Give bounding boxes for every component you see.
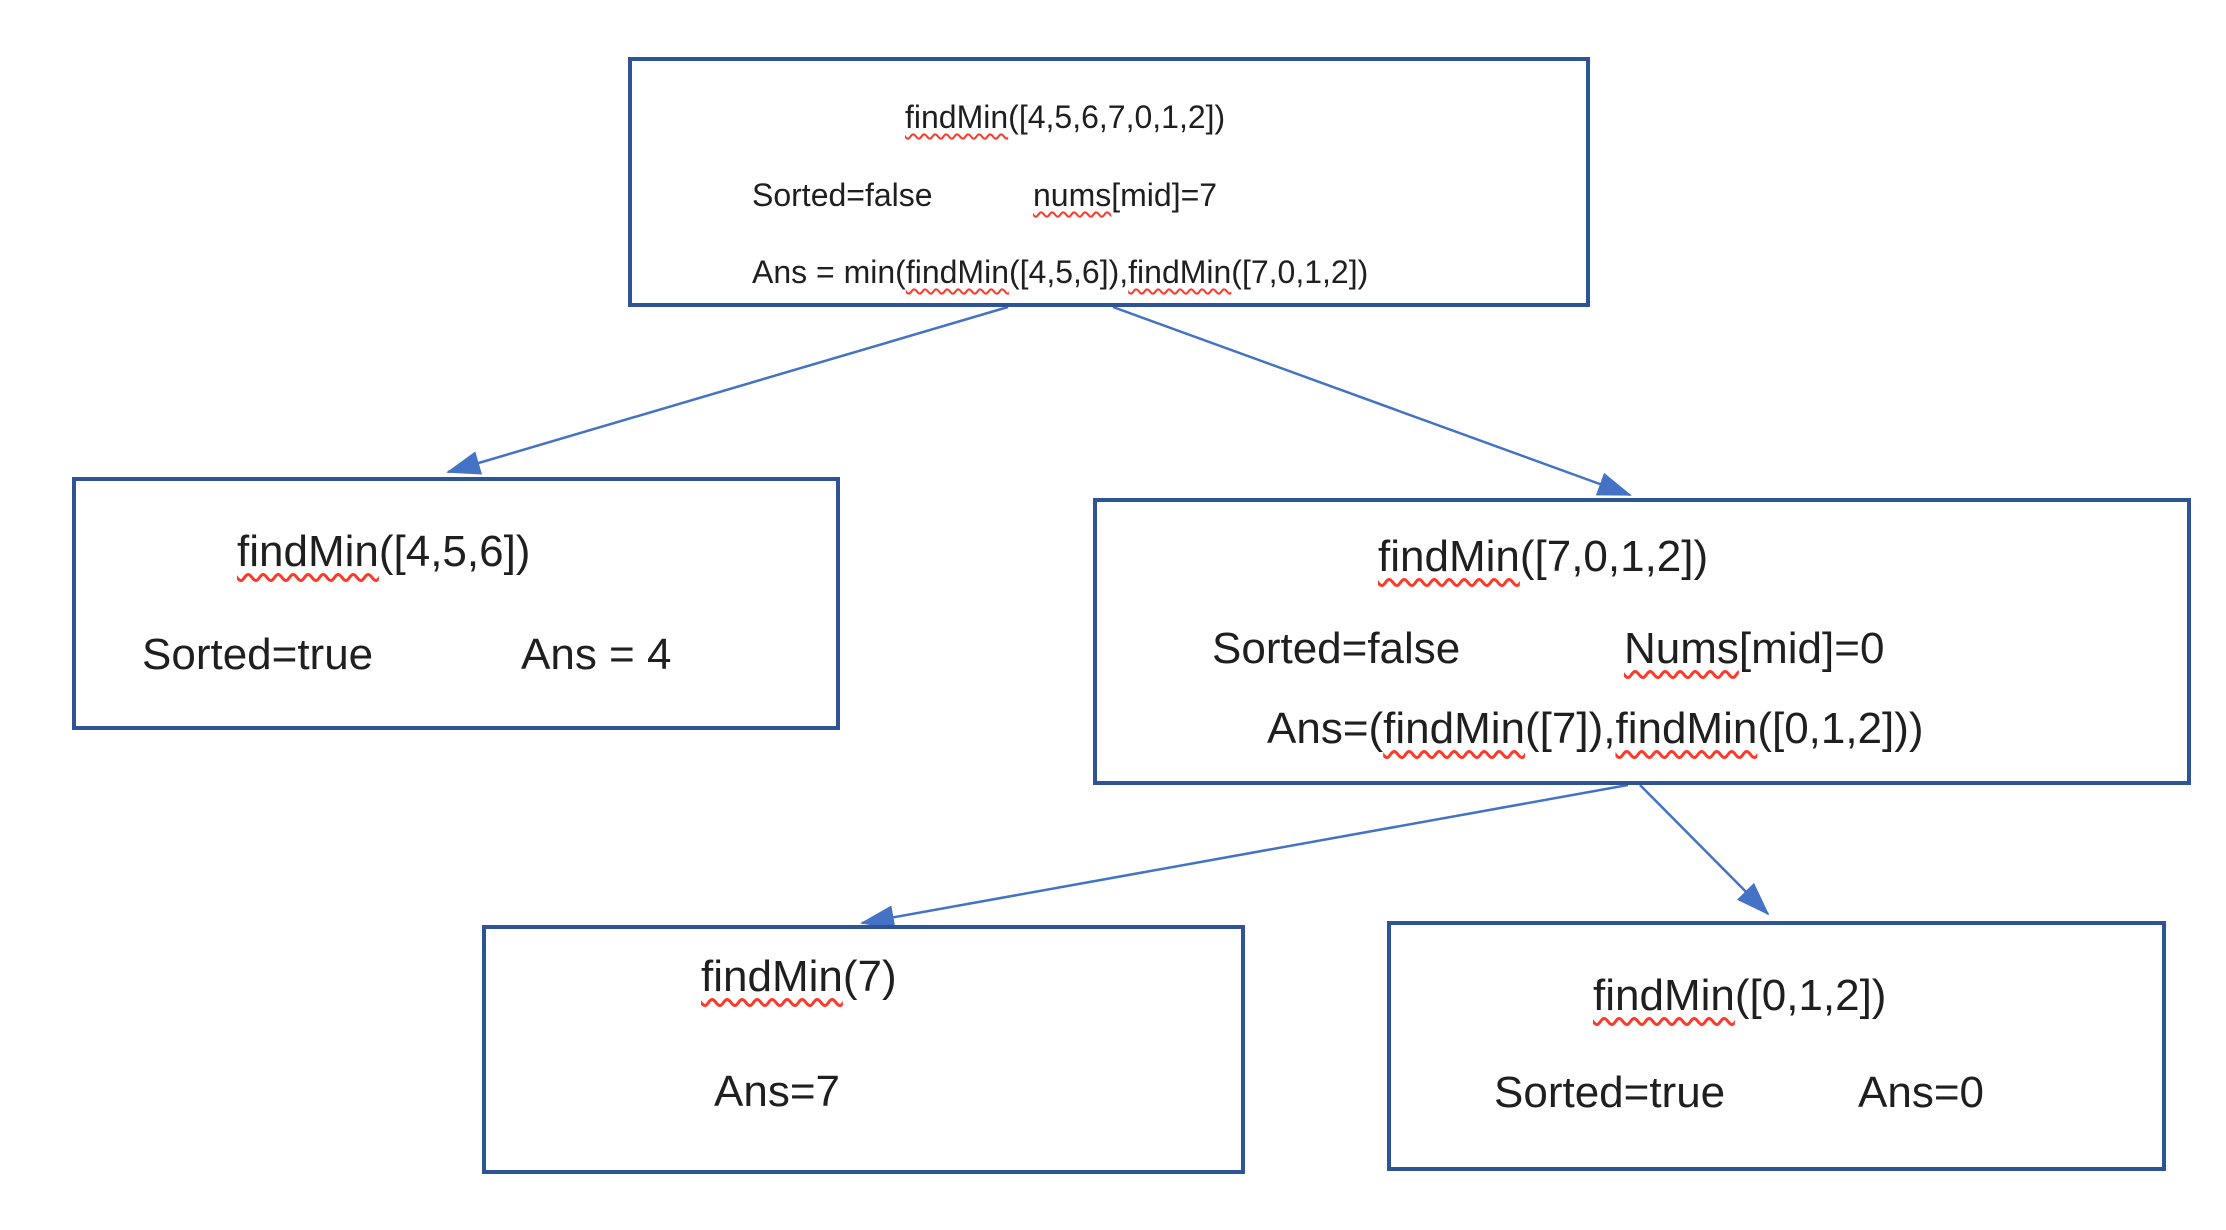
node-right-child-title: findMin([7,0,1,2]): [1378, 530, 1708, 584]
node-right-child: findMin([7,0,1,2]) Sorted=false Nums[mid…: [1093, 498, 2191, 785]
ans-prefix: Ans=(: [1267, 704, 1384, 753]
node-root-title: findMin([4,5,6,7,0,1,2]): [905, 97, 1225, 137]
function-name: findMin: [1128, 254, 1232, 290]
function-args: (7): [842, 952, 897, 1001]
arrow-root-to-left-child: [446, 305, 1009, 475]
nums-token: Nums: [1624, 624, 1739, 673]
function-args: ([4,5,6]): [378, 527, 531, 576]
function-args: ([0,1,2]): [1734, 971, 1887, 1020]
function-args: ([7,0,1,2]): [1519, 532, 1709, 581]
node-grandchild-left: findMin(7) Ans=7: [482, 925, 1245, 1174]
arrow-right-child-to-grandchild-right: [1639, 784, 1770, 916]
ans-mid: ([7]),: [1525, 704, 1616, 753]
node-grandchild-right: findMin([0,1,2]) Sorted=true Ans=0: [1387, 921, 2166, 1171]
node-root: findMin([4,5,6,7,0,1,2]) Sorted=false nu…: [628, 57, 1590, 307]
function-name: findMin: [1378, 532, 1520, 581]
ans-mid: ([4,5,6]),: [1008, 254, 1129, 290]
mid-value: [mid]=7: [1111, 177, 1218, 213]
node-root-mid: nums[mid]=7: [1033, 175, 1217, 215]
function-name: findMin: [905, 254, 1009, 290]
ans-suffix: ([0,1,2])): [1757, 704, 1924, 753]
node-left-child: findMin([4,5,6]) Sorted=true Ans = 4: [72, 477, 840, 730]
function-name: findMin: [237, 527, 379, 576]
mid-value: [mid]=0: [1738, 624, 1885, 673]
node-root-sorted: Sorted=false: [752, 177, 933, 213]
arrow-root-to-right-child: [1112, 305, 1632, 497]
ans-suffix: ([7,0,1,2]): [1231, 254, 1369, 290]
node-grandchild-left-title: findMin(7): [701, 950, 897, 1004]
ans-prefix: Ans = min(: [752, 254, 906, 290]
node-right-child-ans: Ans=(findMin([7]),findMin([0,1,2])): [1267, 702, 1924, 756]
function-name: findMin: [1383, 704, 1526, 753]
node-right-child-mid: Nums[mid]=0: [1624, 622, 1884, 676]
node-left-child-ans: Ans = 4: [521, 630, 672, 679]
node-left-child-sorted: Sorted=true: [142, 630, 374, 679]
function-args: ([4,5,6,7,0,1,2]): [1008, 99, 1226, 135]
function-name: findMin: [905, 99, 1009, 135]
node-grandchild-right-ans: Ans=0: [1858, 1068, 1984, 1117]
node-grandchild-right-title: findMin([0,1,2]): [1593, 969, 1886, 1023]
node-grandchild-left-ans: Ans=7: [714, 1067, 840, 1116]
node-grandchild-right-sorted: Sorted=true: [1494, 1068, 1726, 1117]
function-name: findMin: [1615, 704, 1758, 753]
nums-token: nums: [1033, 177, 1112, 213]
node-right-child-sorted: Sorted=false: [1212, 624, 1461, 673]
node-root-ans: Ans = min(findMin([4,5,6]),findMin([7,0,…: [752, 252, 1368, 292]
arrow-right-child-to-grandchild-left: [860, 783, 1629, 930]
function-name: findMin: [1593, 971, 1735, 1020]
function-name: findMin: [701, 952, 843, 1001]
node-left-child-title: findMin([4,5,6]): [237, 525, 530, 579]
